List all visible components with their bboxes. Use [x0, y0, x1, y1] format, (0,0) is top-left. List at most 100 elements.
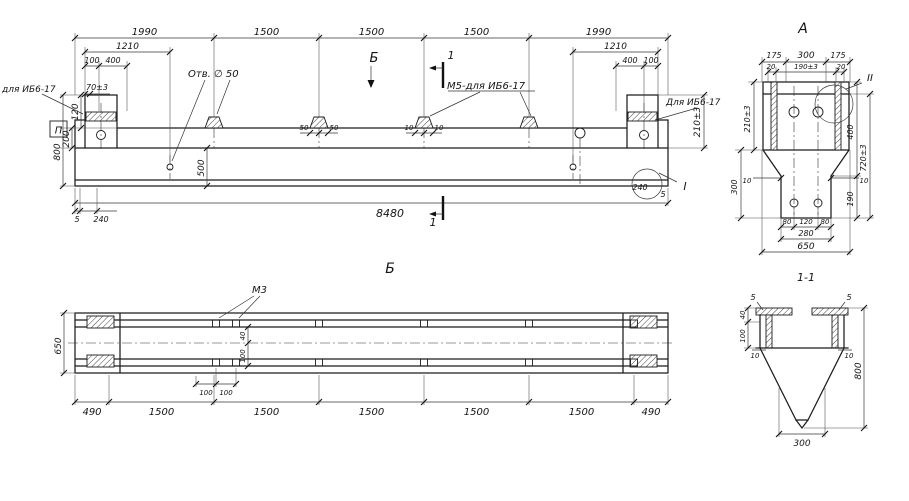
section-1-arrowhead-top — [429, 65, 436, 71]
section-a-dim-lines — [740, 61, 871, 253]
section-1-ext-lines — [744, 307, 868, 437]
section-a-view: А 175 300 175 20 190±3 20 210±3 300 400 … — [730, 21, 874, 256]
dim-label: 240 — [93, 215, 108, 224]
dim-label: 1500 — [464, 407, 489, 418]
bolt — [212, 319, 220, 328]
dim-label: 100 — [643, 56, 658, 65]
dim-label: 5 — [750, 293, 755, 302]
beam-outline — [74, 94, 669, 187]
dim-label: 1500 — [569, 407, 594, 418]
section-a-ticks — [737, 58, 874, 256]
five-leaders — [756, 301, 846, 311]
plan-bolts — [212, 319, 638, 367]
view-mark-letter: П — [55, 126, 63, 137]
web-left — [765, 314, 773, 349]
detail-circle-ii — [814, 84, 854, 124]
hole-note: Отв. ∅ 50 — [188, 69, 239, 80]
dim-label: 100 — [199, 389, 213, 397]
section-1-mark-bottom: 1 — [430, 216, 437, 229]
dimension-lines — [62, 37, 705, 212]
dim-label: 100 — [84, 56, 99, 65]
dim-label: 1500 — [149, 407, 174, 418]
dim-label: 1500 — [254, 407, 279, 418]
dim-label: 400 — [846, 124, 855, 139]
dim-label: 175 — [766, 51, 781, 60]
top-flange-left — [755, 307, 793, 316]
section-1-1-view: 1-1 5 5 40 100 10 10 800 300 — [739, 271, 868, 449]
extension-lines — [60, 33, 708, 214]
bolt — [525, 358, 533, 367]
view-mark-box — [49, 120, 68, 138]
part-note-right: Для ИБ6-17 — [665, 98, 721, 108]
plan-view: Б М3 650 40 100 100 100 490 1500 1500 15… — [54, 261, 675, 418]
section-1-title: 1-1 — [797, 271, 815, 284]
dim-label: 1500 — [359, 27, 384, 38]
dim-label: 50 — [330, 124, 339, 132]
dim-label: 5 — [74, 215, 79, 224]
datum-circle — [574, 127, 586, 139]
dim-label: 80 — [821, 218, 830, 226]
plan-title: Б — [385, 261, 395, 277]
dim-label: 40 — [239, 331, 247, 340]
dim-label: 20 — [837, 63, 846, 71]
dim-label: 1990 — [586, 27, 611, 38]
m3-leaders — [218, 295, 261, 319]
stiffener — [309, 116, 329, 129]
dim-label: 120 — [71, 103, 81, 120]
detail-mark-ii: II — [867, 73, 873, 84]
dim-label: 280 — [798, 229, 813, 238]
view-b-mark: Б — [370, 51, 379, 66]
section-a-left-plate — [770, 81, 778, 151]
section-1-dim-lines — [747, 308, 865, 435]
dim-label: 490 — [82, 407, 101, 418]
dim-label: 10 — [405, 124, 414, 132]
section-a-title: А — [797, 21, 808, 37]
dim-label: 500 — [197, 159, 207, 176]
bolt — [315, 319, 323, 328]
plan-ext-lines — [60, 312, 669, 405]
dim-label: 100 — [239, 349, 247, 363]
dim-label: 720±3 — [859, 144, 868, 171]
view-b-arrowhead — [367, 80, 375, 88]
bolt — [232, 319, 240, 328]
dim-label: 10 — [860, 177, 869, 185]
dim-label-total-length: 8480 — [376, 207, 404, 220]
dim-label: 10 — [435, 124, 444, 132]
dim-label: 400 — [622, 56, 637, 65]
dim-label: 175 — [830, 51, 845, 60]
right-bearing-plate — [627, 111, 658, 122]
detail-circle-i — [631, 168, 663, 200]
dim-label: 240 — [632, 183, 647, 192]
dim-label: 400 — [105, 56, 120, 65]
stiffener — [414, 116, 434, 129]
bolt-note: М5-для ИБ6-17 — [447, 81, 526, 92]
dim-label: 80 — [783, 218, 792, 226]
plan-end-plate — [86, 315, 115, 329]
detail-mark-i: I — [683, 180, 686, 193]
bolt — [420, 358, 428, 367]
dim-label: 100 — [219, 389, 233, 397]
bolt — [232, 358, 240, 367]
dim-label: 190 — [846, 191, 855, 206]
m3-note: М3 — [252, 285, 267, 296]
dim-label: 650 — [54, 337, 64, 354]
dim-label: 10 — [845, 352, 854, 360]
bolt — [630, 358, 638, 367]
dim-label: 5 — [660, 190, 665, 199]
bolt — [212, 358, 220, 367]
dim-label: 800 — [53, 143, 63, 160]
bolt — [630, 319, 638, 328]
dim-label: 1500 — [254, 27, 279, 38]
bolt — [525, 319, 533, 328]
dim-label: 300 — [793, 439, 810, 449]
dim-label: 1210 — [116, 42, 139, 52]
plan-dim-lines — [63, 313, 668, 403]
plan-end-plate — [629, 315, 658, 329]
stiffener — [519, 116, 539, 129]
dim-label: 300 — [730, 179, 739, 194]
section-1-outline — [755, 314, 849, 430]
dim-label: 1990 — [132, 27, 157, 38]
bolt — [315, 358, 323, 367]
plan-end-plate — [629, 354, 658, 368]
section-1-mark-top: 1 — [448, 49, 455, 62]
